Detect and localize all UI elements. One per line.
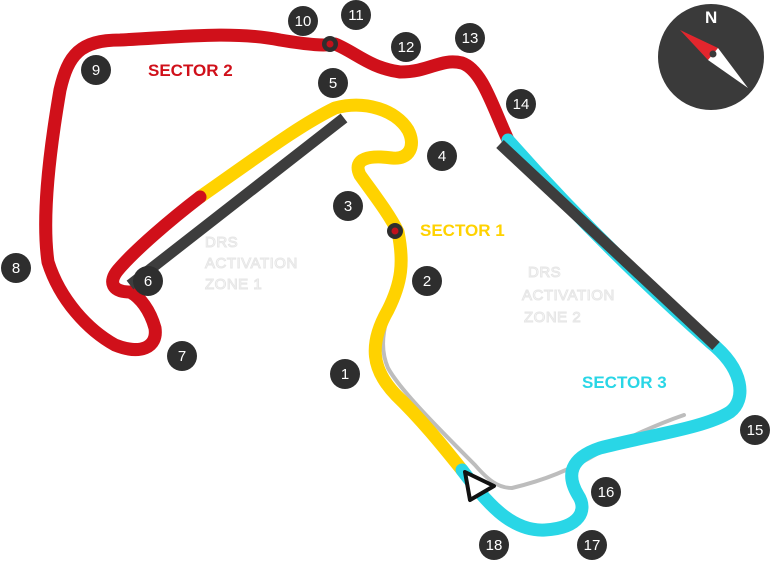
svg-text:ZONE 1: ZONE 1 [205, 276, 262, 293]
turn-number: 2 [423, 273, 431, 290]
compass-needle-south [708, 48, 748, 88]
turn-number: 3 [344, 198, 352, 215]
turn-marker-11: 11 [341, 0, 371, 30]
turn-number: 1 [341, 366, 349, 383]
compass: N [658, 4, 764, 110]
turn-number: 12 [398, 39, 415, 56]
turn-number: 7 [178, 348, 186, 365]
drs-bar-zone-2 [496, 139, 720, 351]
turn-number: 16 [598, 484, 615, 501]
turn-number: 13 [462, 30, 479, 47]
turn-marker-9: 9 [81, 55, 111, 85]
svg-text:ACTIVATION: ACTIVATION [522, 287, 615, 304]
turn-marker-6: 6 [133, 266, 163, 296]
turn-marker-10: 10 [288, 6, 318, 36]
turn-number: 18 [486, 537, 503, 554]
sector-3-label: SECTOR 3 [582, 373, 667, 392]
drs-bar-zone-1 [126, 113, 348, 290]
svg-text:DRS: DRS [205, 234, 238, 251]
turn-marker-1: 1 [330, 359, 360, 389]
sector-1-track [193, 98, 469, 477]
sector-boundary-marker-1 [387, 223, 403, 239]
turn-number: 10 [295, 13, 312, 30]
turn-number: 4 [438, 148, 446, 165]
turn-number: 6 [144, 273, 152, 290]
turn-number: 15 [747, 422, 764, 439]
turn-marker-7: 7 [167, 341, 197, 371]
turn-marker-16: 16 [591, 477, 621, 507]
compass-north-label: N [705, 8, 717, 27]
turn-number: 11 [348, 7, 364, 24]
start-finish-arrow [463, 470, 496, 502]
turn-marker-18: 18 [479, 530, 509, 560]
turn-marker-2: 2 [412, 266, 442, 296]
svg-text:DRS: DRS [528, 264, 561, 281]
drs-zone-2-label: DRS ACTIVATION ZONE 2 [522, 264, 615, 327]
turn-marker-13: 13 [455, 23, 485, 53]
drs-zone-1-label: DRS ACTIVATION ZONE 1 [205, 234, 298, 294]
sector-2-label: SECTOR 2 [148, 61, 233, 80]
turn-number: 5 [329, 75, 337, 92]
sector-1-label: SECTOR 1 [420, 221, 505, 240]
turn-number: 14 [513, 96, 530, 113]
sector-boundary-marker-2 [322, 36, 338, 52]
turn-number: 8 [12, 260, 20, 277]
svg-text:ZONE 2: ZONE 2 [524, 309, 581, 326]
turn-marker-8: 8 [1, 253, 31, 283]
sector-2-track [39, 28, 515, 356]
turn-marker-15: 15 [740, 415, 770, 445]
turn-marker-5: 5 [318, 68, 348, 98]
turn-marker-14: 14 [506, 89, 536, 119]
turn-number: 9 [92, 62, 100, 79]
turn-marker-12: 12 [391, 32, 421, 62]
svg-text:ACTIVATION: ACTIVATION [205, 255, 298, 272]
turn-marker-4: 4 [427, 141, 457, 171]
turn-marker-3: 3 [333, 191, 363, 221]
turn-marker-17: 17 [577, 530, 607, 560]
compass-needle-north [680, 30, 718, 60]
turn-number: 17 [584, 537, 601, 554]
